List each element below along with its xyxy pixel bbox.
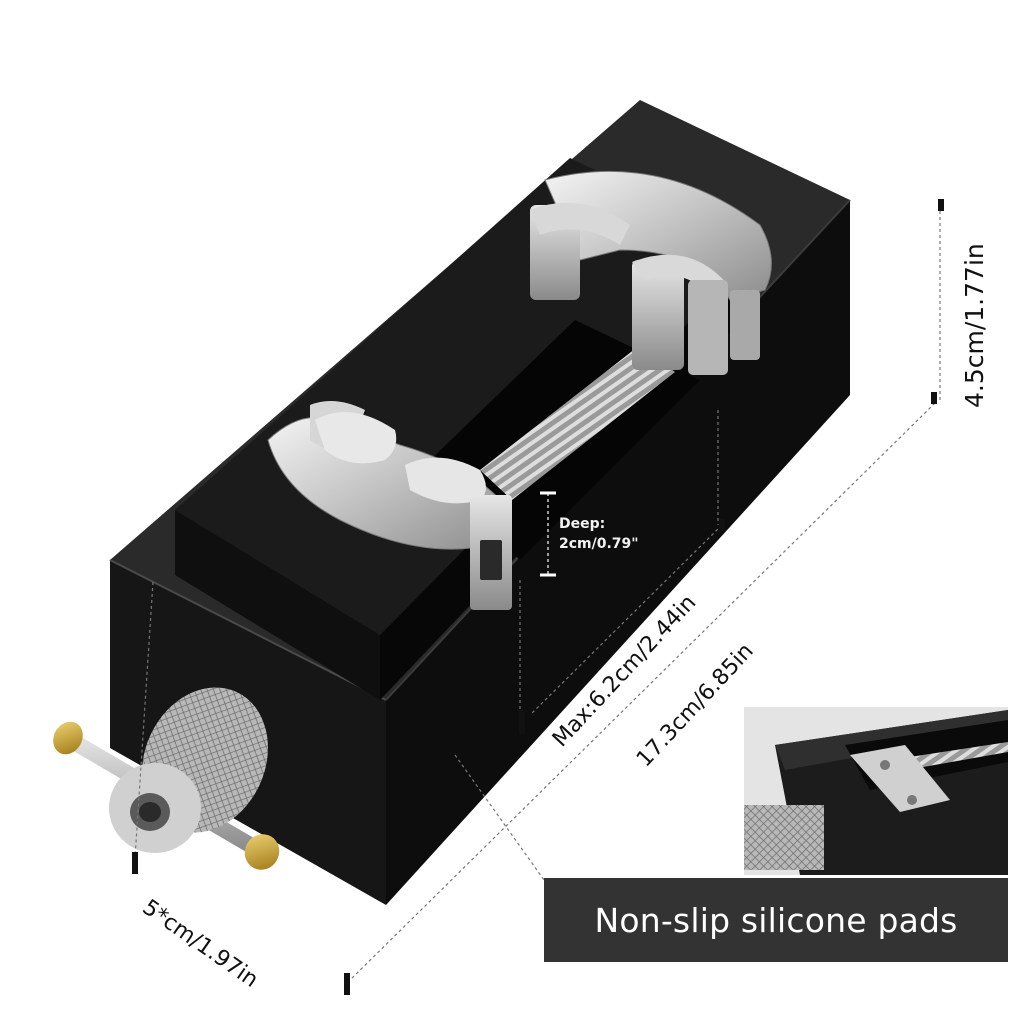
height-label: 4.5cm/1.77in	[960, 243, 989, 408]
deep-bracket	[540, 491, 556, 577]
front-jaw	[267, 401, 512, 610]
dimension-lines	[134, 205, 941, 983]
deep-label: Deep: 2cm/0.79"	[559, 514, 639, 554]
dimension-ticks	[132, 199, 944, 995]
back-jaw	[530, 171, 772, 375]
deep-value: 2cm/0.79"	[559, 536, 639, 552]
handle-knob	[53, 687, 280, 870]
deep-title: Deep:	[559, 516, 606, 532]
callout-label: Non-slip silicone pads	[594, 900, 958, 940]
lead-screw	[480, 345, 675, 500]
callout-banner: Non-slip silicone pads	[544, 878, 1008, 962]
silicone-pad-detail-photo	[744, 707, 1008, 875]
